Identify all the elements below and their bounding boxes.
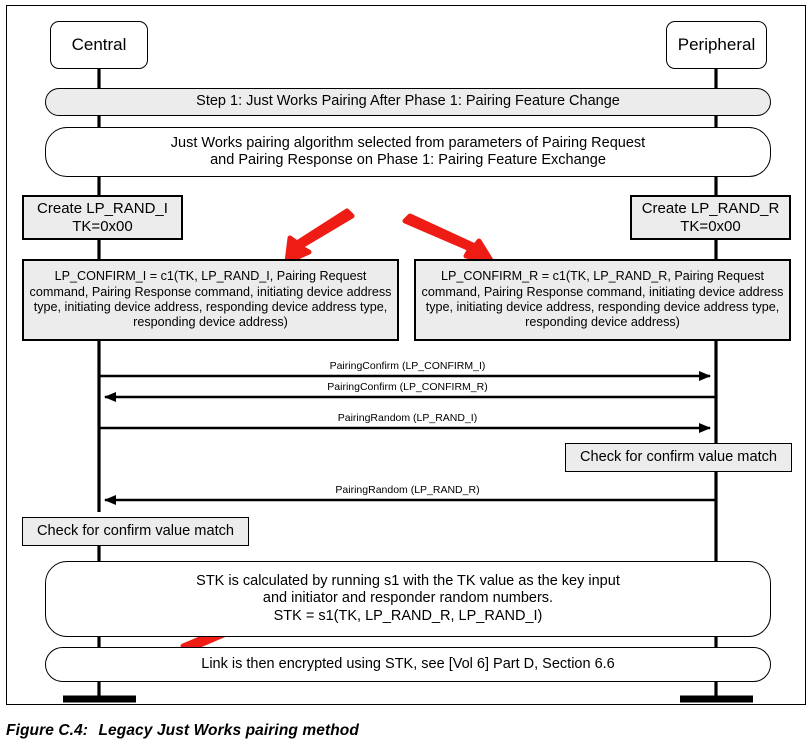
- lp-confirm-i-box: LP_CONFIRM_I = c1(TK, LP_RAND_I, Pairing…: [22, 259, 399, 341]
- create-lp-rand-r-line-1: Create LP_RAND_R: [641, 199, 780, 217]
- label-pairing-confirm-i: PairingConfirm (LP_CONFIRM_I): [99, 360, 716, 372]
- banner-algorithm-line-2: and Pairing Response on Phase 1: Pairing…: [210, 152, 606, 168]
- banner-link-encrypted-line-1: Link is then encrypted using STK, see [V…: [201, 655, 615, 672]
- banner-algorithm: Just Works pairing algorithm selected fr…: [45, 127, 771, 177]
- figure-caption: Figure C.4: Legacy Just Works pairing me…: [6, 722, 359, 740]
- create-lp-rand-i-box: Create LP_RAND_I TK=0x00: [22, 195, 183, 240]
- banner-algorithm-line-1: Just Works pairing algorithm selected fr…: [170, 134, 646, 151]
- label-pairing-random-i: PairingRandom (LP_RAND_I): [99, 412, 716, 424]
- banner-stk-line-2: and initiator and responder random numbe…: [262, 590, 554, 607]
- lp-confirm-r-box: LP_CONFIRM_R = c1(TK, LP_RAND_R, Pairing…: [414, 259, 791, 341]
- lp-confirm-i-text: LP_CONFIRM_I = c1(TK, LP_RAND_I, Pairing…: [29, 269, 392, 330]
- check-confirm-value-match-central-label: Check for confirm value match: [36, 522, 235, 539]
- actor-central-label: Central: [71, 34, 127, 54]
- banner-step-1-line-1: Step 1: Just Works Pairing After Phase 1…: [196, 93, 620, 110]
- actor-peripheral-label: Peripheral: [677, 34, 756, 54]
- create-lp-rand-r-line-2: TK=0x00: [680, 217, 741, 235]
- banner-stk-calculation: STK is calculated by running s1 with the…: [45, 561, 771, 637]
- create-lp-rand-i-line-1: Create LP_RAND_I: [37, 199, 168, 217]
- check-confirm-value-match-central: Check for confirm value match: [22, 517, 249, 546]
- actor-peripheral: Peripheral: [666, 21, 767, 69]
- check-confirm-value-match-peripheral: Check for confirm value match: [565, 443, 792, 472]
- check-confirm-value-match-peripheral-label: Check for confirm value match: [579, 448, 778, 465]
- label-pairing-confirm-r: PairingConfirm (LP_CONFIRM_R): [99, 381, 716, 393]
- create-lp-rand-i-line-2: TK=0x00: [72, 217, 133, 235]
- label-pairing-random-i-text: PairingRandom (LP_RAND_I): [337, 412, 478, 424]
- banner-link-encrypted: Link is then encrypted using STK, see [V…: [45, 647, 771, 682]
- create-lp-rand-r-box: Create LP_RAND_R TK=0x00: [630, 195, 791, 240]
- figure-caption-text: Legacy Just Works pairing method: [98, 722, 359, 739]
- banner-step-1: Step 1: Just Works Pairing After Phase 1…: [45, 88, 771, 116]
- label-pairing-confirm-r-text: PairingConfirm (LP_CONFIRM_R): [327, 381, 488, 393]
- actor-central: Central: [50, 21, 148, 69]
- label-pairing-confirm-i-text: PairingConfirm (LP_CONFIRM_I): [329, 360, 486, 372]
- label-pairing-random-r: PairingRandom (LP_RAND_R): [99, 484, 716, 496]
- lp-confirm-r-text: LP_CONFIRM_R = c1(TK, LP_RAND_R, Pairing…: [421, 269, 784, 330]
- figure-caption-number: Figure C.4:: [6, 722, 89, 739]
- banner-stk-line-3: STK = s1(TK, LP_RAND_R, LP_RAND_I): [273, 607, 543, 624]
- label-pairing-random-r-text: PairingRandom (LP_RAND_R): [335, 484, 480, 496]
- banner-stk-line-1: STK is calculated by running s1 with the…: [196, 573, 620, 590]
